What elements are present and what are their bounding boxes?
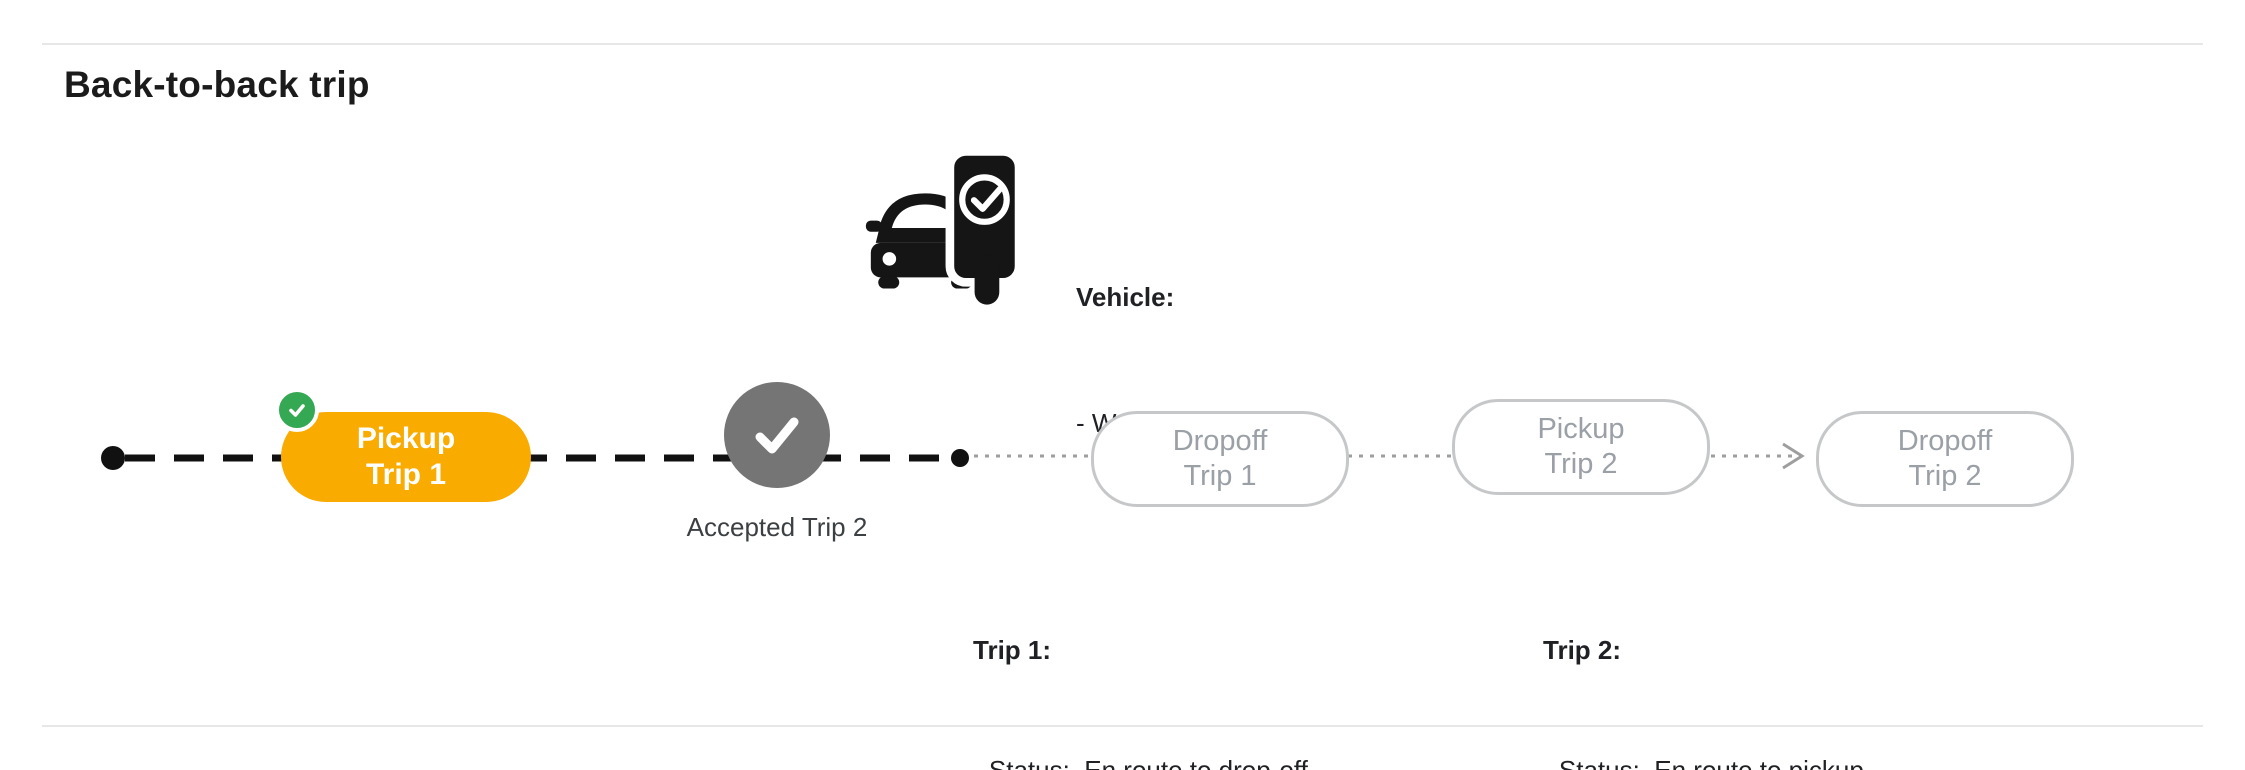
pill-pickup-trip1-line1: Pickup — [356, 422, 456, 455]
trip2-title: Trip 2: — [1543, 635, 1622, 665]
arrow-right-icon — [1782, 442, 1805, 470]
car-with-phone-check-icon — [865, 147, 1024, 305]
route-start-dot — [101, 446, 125, 470]
phone-check-icon — [945, 147, 1024, 305]
pill-pickup-trip1: Pickup Trip 1 — [275, 388, 531, 502]
completed-check-badge — [275, 388, 319, 432]
pill-pickup-trip2: Pickup Trip 2 — [1452, 399, 1710, 495]
accepted-trip2-label: Accepted Trip 2 — [686, 512, 868, 542]
pill-dropoff-trip1-line2: Trip 1 — [1183, 460, 1257, 492]
accepted-trip2-marker — [724, 382, 830, 488]
pill-dropoff-trip2-line2: Trip 2 — [1908, 460, 1982, 492]
pill-pickup-trip2-line2: Trip 2 — [1544, 448, 1618, 480]
pill-pickup-trip2-line1: Pickup — [1537, 413, 1625, 445]
vehicle-info-label: Vehicle: — [1076, 282, 1175, 312]
trip1-title: Trip 1: — [973, 635, 1052, 665]
check-icon — [289, 404, 305, 417]
top-divider — [42, 43, 2203, 45]
bottom-divider — [42, 725, 2203, 727]
pill-dropoff-trip2-line1: Dropoff — [1897, 425, 1993, 457]
pill-dropoff-trip1-line1: Dropoff — [1172, 425, 1268, 457]
trip1-status: - Status: En route to drop-off — [973, 755, 1308, 770]
page-title: Back-to-back trip — [64, 64, 370, 105]
pill-dropoff-trip1: Dropoff Trip 1 — [1091, 411, 1349, 507]
pill-dropoff-trip2: Dropoff Trip 2 — [1816, 411, 2074, 507]
trip2-info: Trip 2: - Status: En route to pickup - R… — [1543, 550, 1864, 770]
pill-pickup-trip1-line2: Trip 1 — [365, 458, 447, 491]
trip1-info: Trip 1: - Status: En route to drop-off -… — [973, 550, 1308, 770]
vehicle-position-dot — [951, 449, 969, 467]
trip2-status: - Status: En route to pickup — [1543, 755, 1864, 770]
check-icon — [755, 417, 799, 454]
